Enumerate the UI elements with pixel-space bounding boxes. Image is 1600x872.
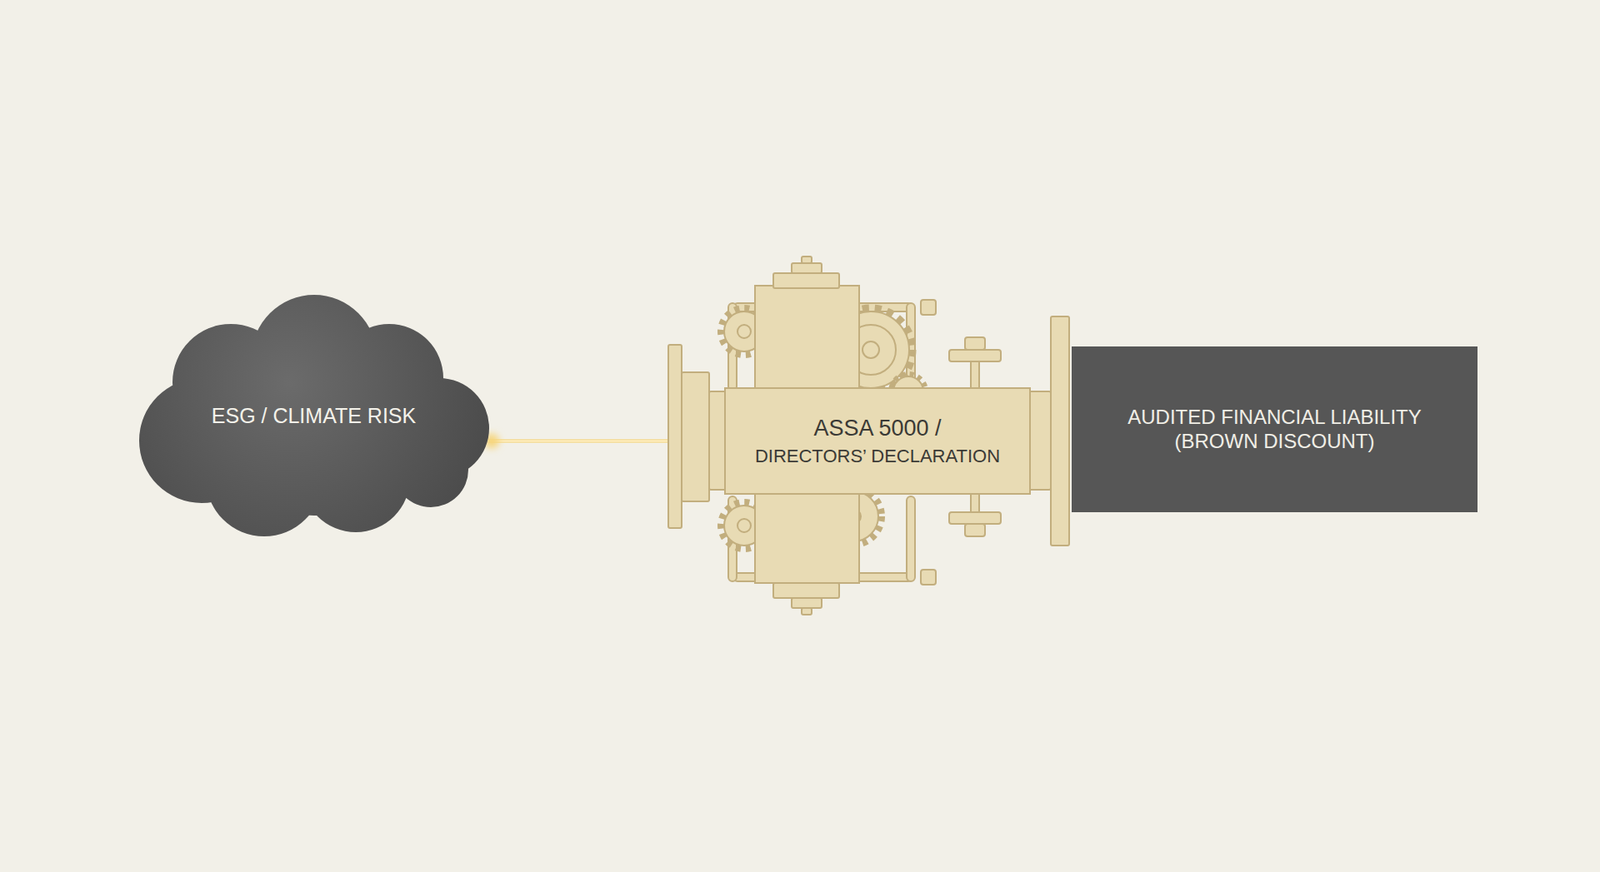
liability-box: AUDITED FINANCIAL LIABILITY (BROWN DISCO… [1071, 346, 1478, 513]
node-label: AUDITED FINANCIAL LIABILITY (BROWN DISCO… [1095, 405, 1455, 455]
node-label: ESG / CLIMATE RISK [211, 403, 416, 429]
node-label: ASSA 5000 / [813, 415, 941, 442]
risk-cloud: ESG / CLIMATE RISK [122, 290, 505, 541]
process-body: ASSA 5000 / DIRECTORS’ DECLARATION [724, 387, 1031, 495]
node-sublabel: DIRECTORS’ DECLARATION [755, 445, 1000, 468]
